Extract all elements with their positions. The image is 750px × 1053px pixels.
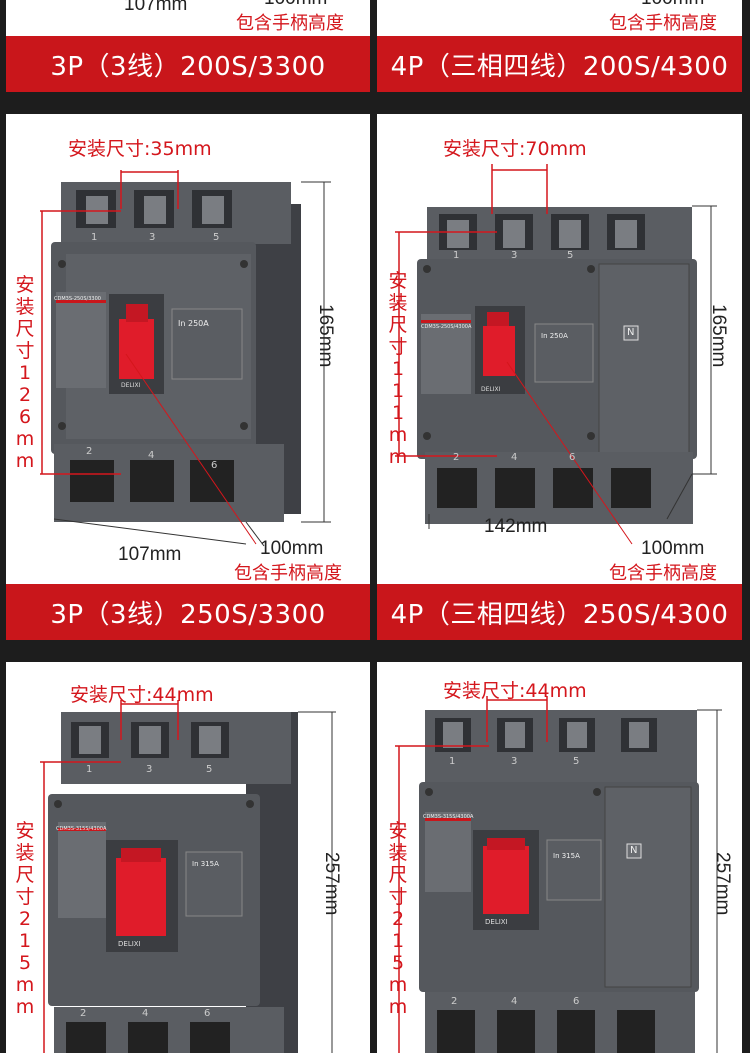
terminal-2: 2 — [451, 996, 458, 1007]
terminal-4: 4 — [142, 1008, 149, 1019]
install-size-label: 安装尺寸:44mm — [443, 680, 587, 702]
width-dim-label: 107mm — [118, 544, 182, 565]
vertical-install-label: 安装尺寸215mm — [388, 820, 408, 1018]
terminal-3: 3 — [149, 232, 156, 243]
product-panel-4p-315: 安装尺寸:44mm 安装尺寸215mm 257mm CDM3S-315S/430… — [377, 662, 742, 1053]
top-left-width-dim: 107mm — [124, 0, 188, 15]
terminal-2: 2 — [80, 1008, 87, 1019]
depth-note-label: 包含手柄高度 — [609, 563, 717, 584]
terminal-5: 5 — [573, 756, 580, 767]
width-dim-label: 142mm — [484, 516, 548, 537]
top-right-panel: 100mm 包含手柄高度 — [377, 0, 742, 36]
terminal-6: 6 — [204, 1008, 211, 1019]
top-left-height-dim: 100mm — [264, 0, 327, 10]
terminal-2: 2 — [453, 452, 460, 463]
depth-note-label: 包含手柄高度 — [234, 563, 342, 584]
install-size-label: 安装尺寸:35mm — [68, 138, 212, 160]
model-label: CDM3S-315S/4300A — [423, 814, 474, 820]
vertical-install-label: 安装尺寸111mm — [388, 270, 408, 468]
brand-logo: DELIXI — [485, 918, 508, 926]
terminal-2: 2 — [86, 446, 93, 457]
vertical-install-label: 安装尺寸126mm — [15, 274, 35, 472]
brand-logo: DELIXI — [481, 386, 501, 393]
terminal-6: 6 — [573, 996, 580, 1007]
top-right-height-note: 包含手柄高度 — [609, 13, 717, 34]
terminal-3: 3 — [511, 756, 518, 767]
install-size-label: 安装尺寸:70mm — [443, 138, 587, 160]
top-right-height-dim: 100mm — [641, 0, 704, 10]
terminal-1: 1 — [86, 764, 93, 775]
breaker-4p-large-illustration — [395, 696, 722, 1053]
terminal-4: 4 — [511, 452, 518, 463]
rating-label: In 250A — [541, 332, 568, 340]
product-panel-4p-250s: 安装尺寸:70mm 安装尺寸111mm 165mm 142mm 100mm 包含… — [377, 114, 742, 584]
terminal-1: 1 — [91, 232, 98, 243]
terminal-3: 3 — [511, 250, 518, 261]
breaker-3p-illustration — [40, 170, 331, 547]
n-pole-label: N — [630, 845, 638, 856]
banner-row1-left: 3P（3线）200S/3300 — [6, 36, 370, 92]
breaker-3p-large-illustration — [40, 700, 336, 1053]
terminal-1: 1 — [453, 250, 460, 261]
rating-label: In 315A — [553, 852, 580, 860]
terminal-4: 4 — [148, 450, 155, 461]
terminal-4: 4 — [511, 996, 518, 1007]
terminal-6: 6 — [569, 452, 576, 463]
height-dim-label: 257mm — [712, 852, 733, 916]
banner-row2-right: 4P（三相四线）250S/4300 — [377, 584, 742, 640]
terminal-5: 5 — [206, 764, 213, 775]
height-dim-label: 257mm — [321, 852, 342, 916]
model-label: CDM3S-250S/4300A — [421, 324, 472, 330]
terminal-1: 1 — [449, 756, 456, 767]
install-size-label: 安装尺寸:44mm — [70, 684, 214, 706]
banner-row1-right: 4P（三相四线）200S/4300 — [377, 36, 742, 92]
top-left-height-note: 包含手柄高度 — [236, 13, 344, 34]
model-label: CDM3S-315S/4300A — [56, 826, 107, 832]
terminal-6: 6 — [211, 460, 218, 471]
height-dim-label: 165mm — [708, 304, 729, 368]
brand-logo: DELIXI — [118, 940, 141, 948]
terminal-5: 5 — [567, 250, 574, 261]
terminal-3: 3 — [146, 764, 153, 775]
vertical-install-label: 安装尺寸215mm — [15, 820, 35, 1018]
depth-dim-label: 100mm — [260, 538, 324, 559]
depth-dim-label: 100mm — [641, 538, 705, 559]
n-pole-label: N — [627, 327, 635, 338]
terminal-5: 5 — [213, 232, 220, 243]
top-left-panel: 107mm 100mm 包含手柄高度 — [6, 0, 370, 36]
product-panel-3p-315: 安装尺寸:44mm 安装尺寸215mm 257mm CDM3S-315S/430… — [6, 662, 370, 1053]
height-dim-label: 165mm — [315, 304, 336, 368]
breaker-4p-illustration — [395, 164, 717, 545]
model-label: CDM3S-250S/3300 — [54, 296, 101, 302]
product-panel-3p-250s: 安装尺寸:35mm 安装尺寸126mm 165mm 107mm 100mm 包含… — [6, 114, 370, 584]
banner-row2-left: 3P（3线）250S/3300 — [6, 584, 370, 640]
rating-label: In 250A — [178, 319, 209, 328]
rating-label: In 315A — [192, 860, 219, 868]
brand-logo: DELIXI — [121, 382, 141, 389]
